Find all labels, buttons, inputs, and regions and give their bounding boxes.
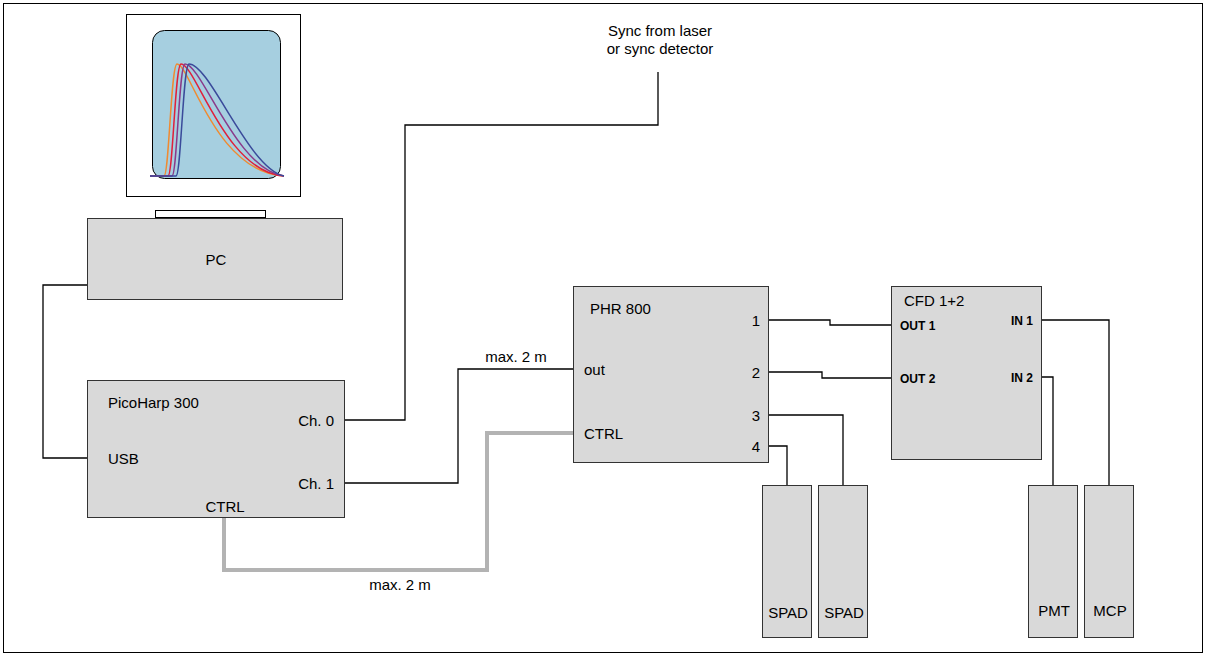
port-label: OUT 1 xyxy=(900,319,935,333)
signal-cable xyxy=(769,446,787,485)
box-title: SPAD xyxy=(824,604,864,622)
box-title: PicoHarp 300 xyxy=(108,394,199,412)
frame xyxy=(4,4,1203,653)
signal-cable xyxy=(769,415,843,485)
detector-box: SPAD xyxy=(762,485,812,638)
decay-curve xyxy=(150,64,284,176)
signal-cable xyxy=(43,285,87,458)
cfd-box: CFD 1+2OUT 1 IN 1 OUT 2 IN 2 xyxy=(891,286,1042,460)
box-title: MCP xyxy=(1093,602,1126,620)
router-box: PHR 800 outCTRL 1 2 3 4 xyxy=(573,286,769,463)
signal-cable xyxy=(1042,377,1053,485)
detector-box: MCP xyxy=(1084,485,1134,638)
port-label: CTRL xyxy=(205,498,244,516)
port-label: 4 xyxy=(752,438,760,456)
port-label: out xyxy=(584,361,605,379)
cable-length: max. 2 m xyxy=(367,576,433,594)
port-label: 3 xyxy=(752,407,760,425)
box-title: SPAD xyxy=(768,604,808,622)
port-label: USB xyxy=(108,450,139,468)
decay-curve xyxy=(150,64,284,176)
tcspc-unit: PicoHarp 300Ch. 0 USB Ch. 1 CTRL xyxy=(87,380,345,518)
signal-cable xyxy=(345,369,573,483)
pc-box: PC xyxy=(87,218,343,300)
monitor xyxy=(127,15,301,197)
box-title: PHR 800 xyxy=(590,300,651,318)
port-label: CTRL xyxy=(584,425,623,443)
port-label: Ch. 1 xyxy=(298,475,334,493)
port-label: 2 xyxy=(752,364,760,382)
port-label: 1 xyxy=(752,312,760,330)
monitor-stand xyxy=(156,211,266,218)
box-title: PMT xyxy=(1038,602,1070,620)
signal-cable xyxy=(769,320,891,325)
detector-box: PMT xyxy=(1028,485,1078,638)
signal-cable xyxy=(769,372,891,378)
port-label: IN 2 xyxy=(1011,371,1033,385)
decay-curve xyxy=(150,64,284,176)
signal-note: Sync from laser or sync detector xyxy=(601,22,719,58)
cable-length: max. 2 m xyxy=(483,348,549,366)
detector-box: SPAD xyxy=(818,485,868,638)
box-title: CFD 1+2 xyxy=(904,292,964,310)
port-label: OUT 2 xyxy=(900,372,935,386)
port-label: Ch. 0 xyxy=(298,412,334,430)
decay-curve xyxy=(150,64,284,176)
box-title: PC xyxy=(206,251,227,269)
port-label: IN 1 xyxy=(1011,314,1033,328)
signal-cable xyxy=(1042,320,1109,485)
